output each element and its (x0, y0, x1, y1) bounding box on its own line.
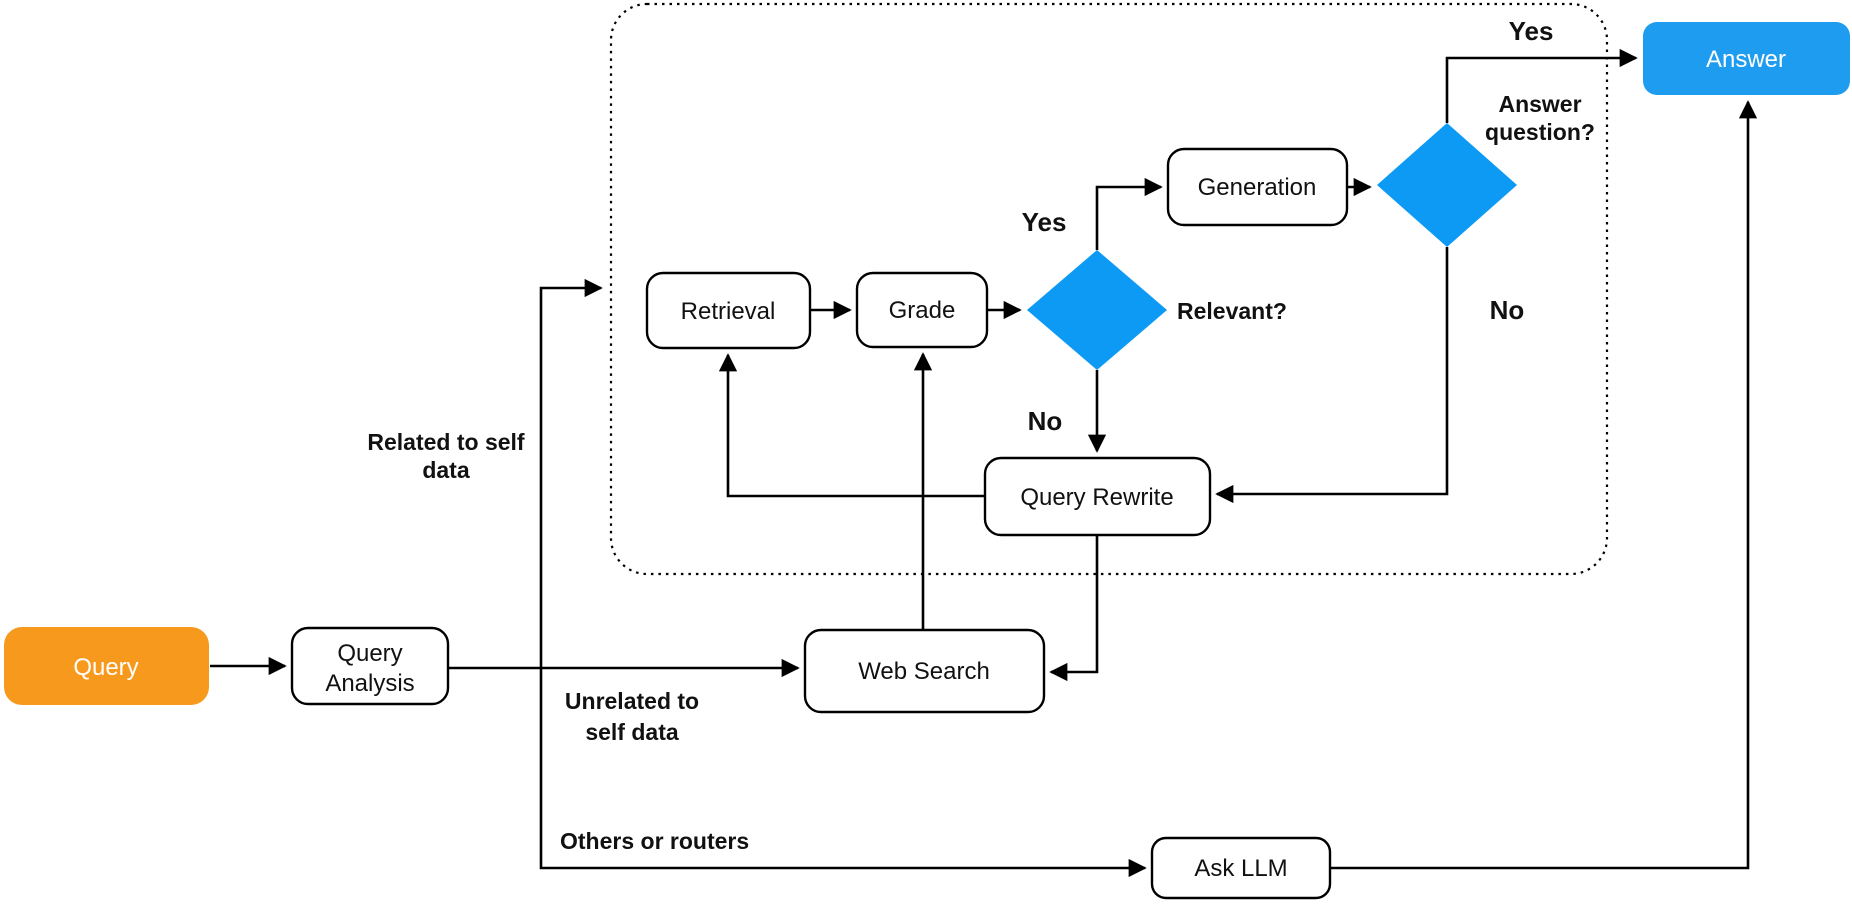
yes-to-generation-label: Yes (1022, 207, 1067, 237)
ask-llm-label: Ask LLM (1194, 855, 1287, 882)
others-or-routers-label: Others or routers (560, 828, 749, 854)
unrelated-to-self-data-label: Unrelated to self data (565, 688, 699, 745)
query-analysis-label-line2: Analysis (325, 670, 414, 697)
edge-relevant-yes-to-generation (1095, 177, 1163, 250)
grade-box (855, 271, 989, 349)
edge-answer-question-yes-to-answer (1445, 48, 1638, 123)
node-generation: Generation (1166, 147, 1349, 227)
answer-question-decision-diamond (1377, 123, 1517, 247)
no-from-relevant-label: No (1028, 406, 1063, 436)
related-to-self-data-label: Related to self data (367, 429, 525, 483)
web-search-box (803, 628, 1046, 714)
node-answer-question-decision: Answer question? (1377, 91, 1595, 247)
query-analysis-label-line1: Query (337, 640, 402, 667)
query-box (4, 627, 209, 705)
edge-others-to-ask-llm (539, 668, 1147, 878)
edge-query-rewrite-to-retrieval (718, 353, 985, 498)
edge-related-to-container (539, 278, 603, 668)
query-rewrite-box (983, 456, 1212, 537)
related-label-line2: data (422, 457, 470, 483)
query-label: Query (73, 654, 138, 681)
retrieval-label: Retrieval (681, 298, 776, 325)
query-analysis-box (290, 626, 450, 706)
node-query-analysis: Query Analysis (290, 626, 450, 706)
relevant-decision-diamond (1027, 250, 1167, 370)
answer-label: Answer (1706, 46, 1786, 73)
node-query-rewrite: Query Rewrite (983, 456, 1212, 537)
node-answer: Answer (1643, 22, 1850, 95)
node-query: Query (4, 627, 209, 705)
ask-llm-box (1150, 836, 1332, 900)
generation-label: Generation (1198, 174, 1317, 201)
unrelated-label-line1: Unrelated to (565, 688, 699, 714)
related-label-line1: Related to self (367, 429, 525, 455)
answer-question-label-line1: Answer (1498, 91, 1581, 117)
edge-ask-llm-to-answer (1330, 100, 1758, 870)
query-rewrite-label: Query Rewrite (1020, 484, 1173, 511)
web-search-label: Web Search (858, 658, 990, 685)
unrelated-label-line2: self data (585, 719, 679, 745)
edge-query-rewrite-to-web-search (1049, 535, 1099, 682)
generation-box (1166, 147, 1349, 227)
relevant-decision-label: Relevant? (1177, 298, 1287, 324)
node-grade: Grade (855, 271, 989, 349)
yes-to-answer-label: Yes (1509, 16, 1554, 46)
answer-box (1643, 22, 1850, 95)
grade-label: Grade (889, 297, 956, 324)
edge-answer-question-no-to-query-rewrite (1215, 247, 1449, 504)
node-relevant-decision: Relevant? (1027, 250, 1287, 370)
no-from-answer-question-label: No (1490, 295, 1525, 325)
self-data-loop-container (609, 2, 1609, 576)
answer-question-label-line2: question? (1485, 119, 1595, 145)
node-web-search: Web Search (803, 628, 1046, 714)
node-retrieval: Retrieval (645, 271, 812, 350)
retrieval-box (645, 271, 812, 350)
node-ask-llm: Ask LLM (1150, 836, 1332, 900)
